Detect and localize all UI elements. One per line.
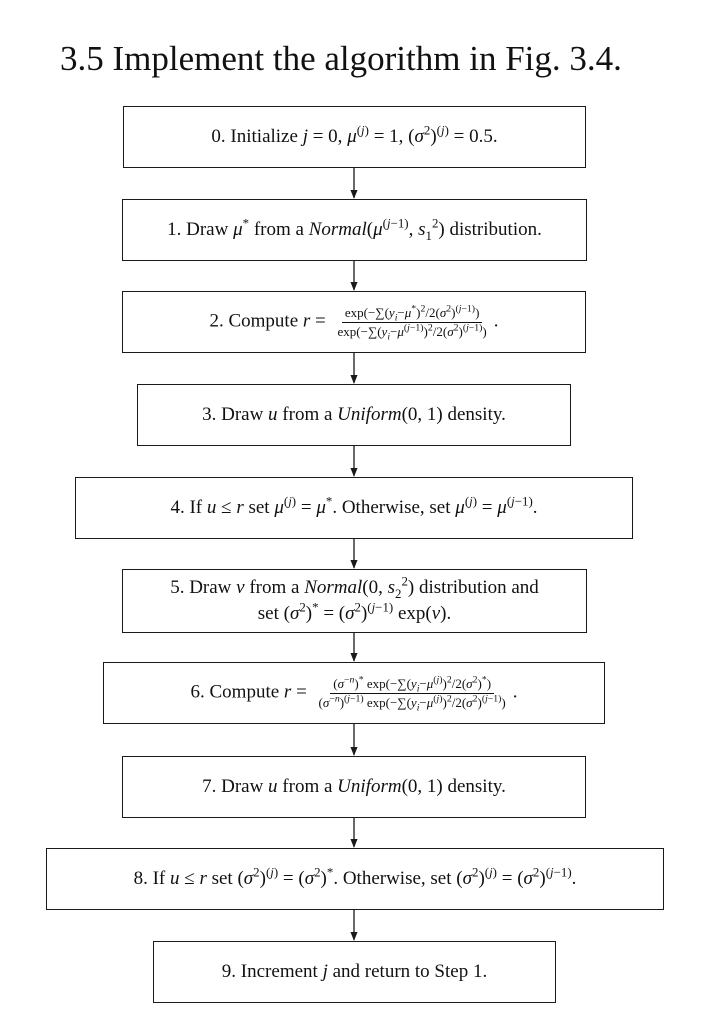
step-8-box: 8. If u ≤ r set (σ2)(j) = (σ2)*. Otherwi… [46,848,664,910]
step-7-box: 7. Draw u from a Uniform(0, 1) density. [122,756,586,818]
step-1-box: 1. Draw μ* from a Normal(μ(j−1), s12) di… [122,199,587,261]
step-3-box: 3. Draw u from a Uniform(0, 1) density. [137,384,571,446]
step-0-box: 0. Initialize j = 0, μ(j) = 1, (σ2)(j) =… [123,106,586,168]
step-0-text: 0. Initialize j = 0, μ(j) = 1, (σ2)(j) =… [211,122,498,148]
step-4-box: 4. If u ≤ r set μ(j) = μ*. Otherwise, se… [75,477,633,539]
step-3-text: 3. Draw u from a Uniform(0, 1) density. [202,404,506,426]
step-4-text: 4. If u ≤ r set μ(j) = μ*. Otherwise, se… [170,493,538,519]
step-9-box: 9. Increment j and return to Step 1. [153,941,556,1003]
step-2-fraction: exp(−∑(yi−μ*)2/2(σ2)(j−1)) exp(−∑(yi−μ(j… [337,303,487,343]
page-title: 3.5 Implement the algorithm in Fig. 3.4. [60,39,622,78]
step-2-box: 2. Compute r = exp(−∑(yi−μ*)2/2(σ2)(j−1)… [122,291,586,353]
step-1-text: 1. Draw μ* from a Normal(μ(j−1), s12) di… [167,215,542,243]
step-6-box: 6. Compute r = (σ−n)* exp(−∑(yi−μ(j))2/2… [103,662,605,724]
step-5-line-1: 5. Draw ν from a Normal(0, s22) distribu… [170,574,539,602]
step-9-text: 9. Increment j and return to Step 1. [221,961,488,983]
step-7-text: 7. Draw u from a Uniform(0, 1) density. [202,776,506,798]
step-8-text: 8. If u ≤ r set (σ2)(j) = (σ2)*. Otherwi… [133,864,577,890]
step-5-box: 5. Draw ν from a Normal(0, s22) distribu… [122,569,587,633]
step-6-text: 6. Compute r = (σ−n)* exp(−∑(yi−μ(j))2/2… [190,674,518,714]
step-2-text: 2. Compute r = exp(−∑(yi−μ*)2/2(σ2)(j−1)… [209,303,499,343]
step-5-line-2: set (σ2)* = (σ2)(j−1) exp(ν). [257,599,452,624]
step-6-fraction: (σ−n)* exp(−∑(yi−μ(j))2/2(σ2)*) (σ−n)(j−… [318,674,506,714]
